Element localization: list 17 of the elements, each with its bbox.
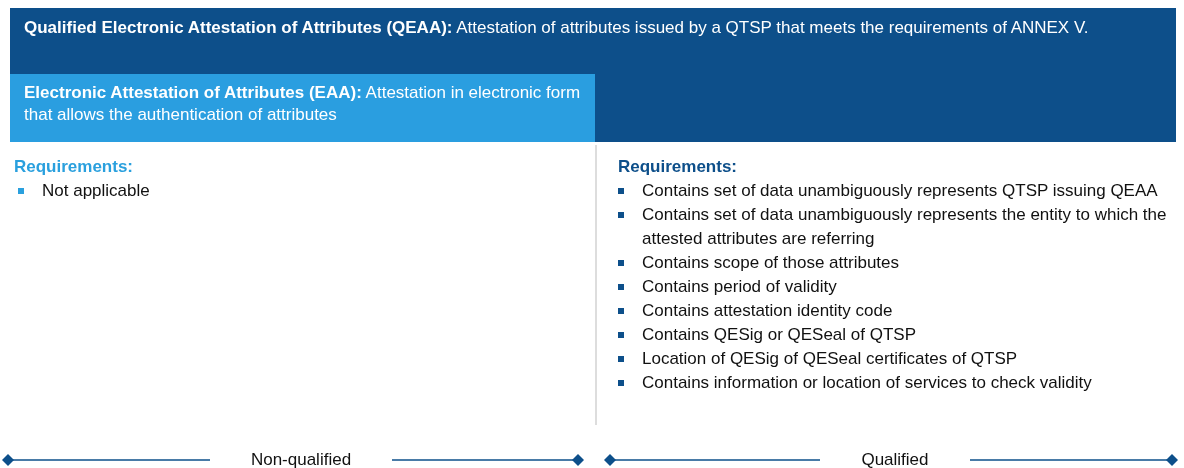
- bullet-item: Contains QESig or QESeal of QTSP: [614, 323, 1174, 347]
- range-label: Non-qualified: [249, 449, 353, 468]
- section-heading: Requirements:: [14, 156, 134, 178]
- bullet-item: Contains set of data unambiguously represents the entity to which the attested attributes are referring: [614, 203, 1174, 251]
- bullet-item: Not applicable: [14, 179, 574, 203]
- bullet-item: Contains scope of those attributes: [614, 251, 1174, 275]
- definition-text: Electronic Attestation of Attributes (EAA): Attestation in electronic form that allows the authentication of attributes: [24, 82, 582, 126]
- bullet-item: Location of QESig of QESeal certificates of QTSP: [614, 347, 1174, 371]
- bullet-item: Contains set of data unambiguously represents QTSP issuing QEAA: [614, 179, 1174, 203]
- definition-box: [10, 74, 595, 142]
- bullet-item: Contains period of validity: [614, 275, 1174, 299]
- bullet-item: Contains information or location of services to check validity: [614, 371, 1174, 395]
- definition-text: Qualified Electronic Attestation of Attributes (QEAA): Attestation of attributes issued by a QTSP that meets the requirements of ANNEX V.: [24, 17, 1090, 39]
- range-label: Qualified: [860, 449, 930, 468]
- bullet-item: Contains attestation identity code: [614, 299, 1174, 323]
- section-heading: Requirements:: [618, 156, 738, 178]
- title-band: [10, 8, 1176, 142]
